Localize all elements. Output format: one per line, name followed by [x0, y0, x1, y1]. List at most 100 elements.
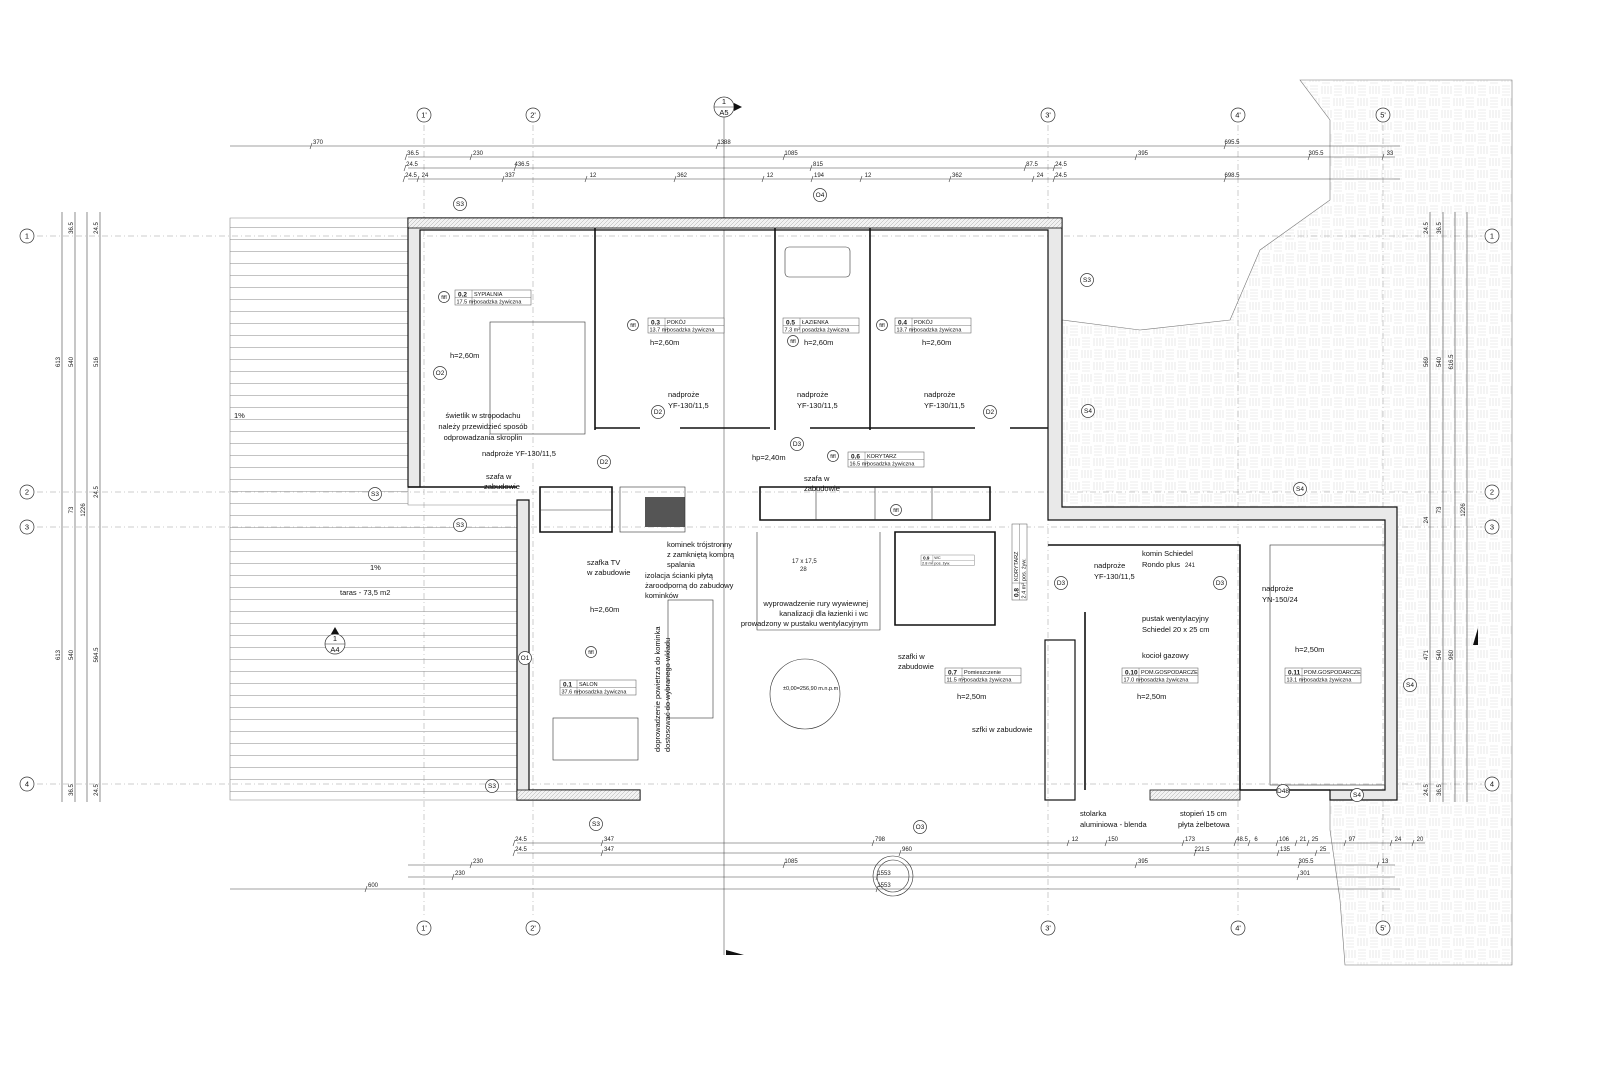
bottom-dimension: 798	[875, 837, 886, 843]
wall-type-tag: S4	[1403, 678, 1417, 692]
svg-text:S4: S4	[1353, 792, 1361, 799]
right-dimension: 73	[1437, 506, 1443, 513]
svg-text:3: 3	[1490, 523, 1494, 532]
room-name: SYPIALNIA	[474, 292, 503, 298]
tv-cabinet-note: szafka TV	[587, 558, 620, 567]
svg-text:S3: S3	[371, 491, 379, 498]
lintel-note: nadproże	[1094, 561, 1125, 570]
svg-text:S4: S4	[1406, 682, 1414, 689]
insulation-note: żaroodporną do zabudowy	[645, 581, 734, 590]
left-dimension: 24.5	[94, 222, 100, 234]
top-dimension: 194	[814, 173, 825, 179]
left-dimension: 540	[69, 649, 75, 660]
svg-text:1: 1	[25, 232, 29, 241]
bottom-dimension: 347	[604, 837, 615, 843]
right-dimension: 540	[1437, 356, 1443, 367]
room-number: 0.4	[898, 319, 907, 326]
floor-symbol: fifl	[630, 323, 636, 329]
right-dimension: 471	[1424, 649, 1430, 660]
room-name: SALON	[579, 682, 598, 688]
right-dimension: 616.5	[1449, 354, 1455, 370]
bottom-dimension: 395	[1138, 859, 1149, 865]
floor-symbol: fifl	[830, 454, 836, 460]
skylight-note: należy przewidzieć sposób	[438, 422, 527, 431]
air-supply-note: doprowadzenie powietrza do kominka	[653, 626, 662, 752]
axis-bubble-3: 3'	[1040, 920, 1056, 936]
svg-text:1': 1'	[421, 924, 427, 933]
step-note: płyta żelbetowa	[1178, 820, 1231, 829]
svg-text:O4: O4	[816, 192, 825, 199]
vent-pipe-note: kanalizacji dla łazienki i wc	[779, 609, 868, 618]
axis-bubble-3: 3	[19, 519, 35, 535]
svg-text:D3: D3	[1057, 580, 1066, 587]
svg-text:S3: S3	[1083, 277, 1091, 284]
floor-symbol: fifl	[588, 650, 594, 656]
svg-text:2': 2'	[530, 924, 536, 933]
door-tag: D3	[1054, 576, 1068, 590]
vent-pipe-note: prowadzony w pustaku wentylacyjnym	[741, 619, 868, 628]
room-floor: posadzka żywiczna	[1141, 678, 1189, 684]
boiler-note: kocioł gazowy	[1142, 651, 1189, 660]
bottom-dimension: 1553	[877, 883, 891, 889]
lintel-note: nadproże	[1262, 584, 1293, 593]
svg-text:D48: D48	[1277, 788, 1289, 795]
top-dimension: 87.5	[1026, 162, 1038, 168]
top-dimension: 698.5	[1224, 173, 1240, 179]
room-floor: pos. żyw.	[1022, 558, 1028, 581]
svg-text:4: 4	[1490, 780, 1494, 789]
floor-symbol: fifl	[893, 508, 899, 514]
bottom-dimension: 6	[1254, 837, 1258, 843]
room-name: KORYTARZ	[1014, 551, 1020, 581]
chimney-dim: 241	[1185, 563, 1196, 569]
right-dimension: 36.5	[1437, 222, 1443, 234]
room-number: 0.7	[948, 669, 957, 676]
bottom-dimension: 12	[1072, 837, 1079, 843]
room-area: 16.5 m²	[850, 462, 869, 468]
bottom-dimension: 960	[902, 847, 913, 853]
bottom-dimension: 24	[1395, 837, 1402, 843]
slope-label: 1%	[234, 411, 245, 420]
section-marker-a5: 1 A5	[713, 96, 742, 118]
wall-type-tag: S3	[1080, 273, 1094, 287]
wardrobe-note: zabudowie	[804, 484, 840, 493]
right-dimension: 960	[1449, 649, 1455, 660]
bottom-dimension: 135	[1280, 847, 1291, 853]
wall-type-tag: S4	[1081, 404, 1095, 418]
room-area: 2.4 m²	[1022, 583, 1028, 599]
axis-bubble-2: 2	[19, 484, 35, 500]
svg-text:1': 1'	[421, 111, 427, 120]
top-dimension: 1085	[784, 151, 798, 157]
joinery-note: stolarka	[1080, 809, 1107, 818]
axis-bubble-4: 4'	[1230, 920, 1246, 936]
axis-bubble-4: 4	[19, 776, 35, 792]
svg-text:2: 2	[1490, 488, 1494, 497]
bottom-dimension: 13	[1382, 859, 1389, 865]
room-number: 0.3	[651, 319, 660, 326]
top-dimension: 12	[767, 173, 774, 179]
svg-text:D3: D3	[1216, 580, 1225, 587]
left-dimension: 24.5	[94, 784, 100, 796]
skylight-note: odprowadzania skroplin	[444, 433, 523, 442]
bottom-dimension: 230	[473, 859, 484, 865]
top-dimension: 12	[590, 173, 597, 179]
svg-text:O3: O3	[916, 824, 925, 831]
svg-text:S4: S4	[1084, 408, 1092, 415]
axis-bubble-4: 4'	[1230, 107, 1246, 123]
room-name: WC	[934, 556, 941, 560]
section-num: 1	[333, 634, 337, 643]
room-floor: posadzka żywiczna	[914, 328, 962, 334]
left-dimension: 564.5	[94, 647, 100, 663]
wardrobe-note: szafa w	[486, 472, 512, 481]
svg-text:2': 2'	[530, 111, 536, 120]
room-height: h=2,60m	[650, 338, 679, 347]
cabinets-note: szfki w zabudowie	[972, 725, 1032, 734]
bottom-dimension: 25	[1320, 847, 1327, 853]
lintel-note: YF-130/11,5	[668, 401, 709, 410]
room-name: POKÓJ	[667, 319, 686, 326]
svg-text:5': 5'	[1380, 111, 1386, 120]
room-floor: posadzka żywiczna	[867, 462, 915, 468]
